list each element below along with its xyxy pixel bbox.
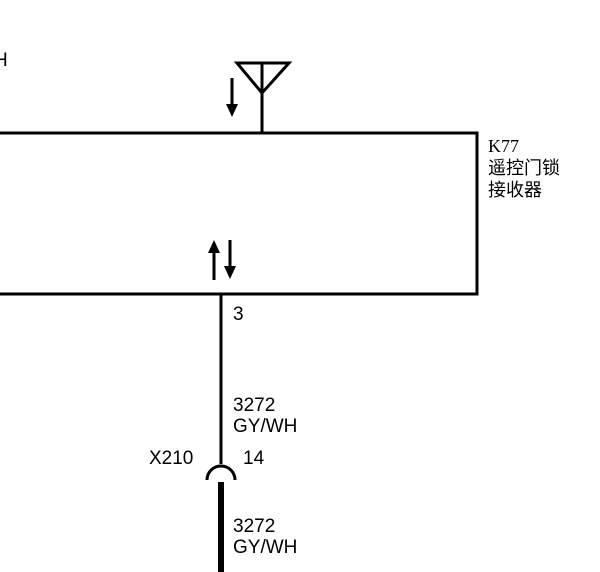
antenna-icon [233, 61, 293, 133]
edge-label: H [0, 50, 8, 71]
module-name-line2: 接收器 [488, 180, 542, 201]
module-name-line1: 遥控门锁 [488, 158, 560, 179]
module-box [0, 131, 479, 296]
module-ref: K77 [488, 136, 519, 156]
connector-symbol [205, 464, 237, 572]
connector-pin: 14 [243, 448, 265, 469]
wire-upper-color: GY/WH [233, 416, 297, 437]
wire-upper-circuit: 3272 [233, 395, 275, 416]
connector-ref: X210 [149, 448, 193, 469]
module-pin-number: 3 [233, 304, 244, 325]
bidirectional-arrow-icon [208, 240, 236, 280]
signal-in-arrow-icon [226, 78, 238, 117]
wire-lower-circuit: 3272 [233, 516, 275, 537]
wire-lower-color: GY/WH [233, 537, 297, 558]
